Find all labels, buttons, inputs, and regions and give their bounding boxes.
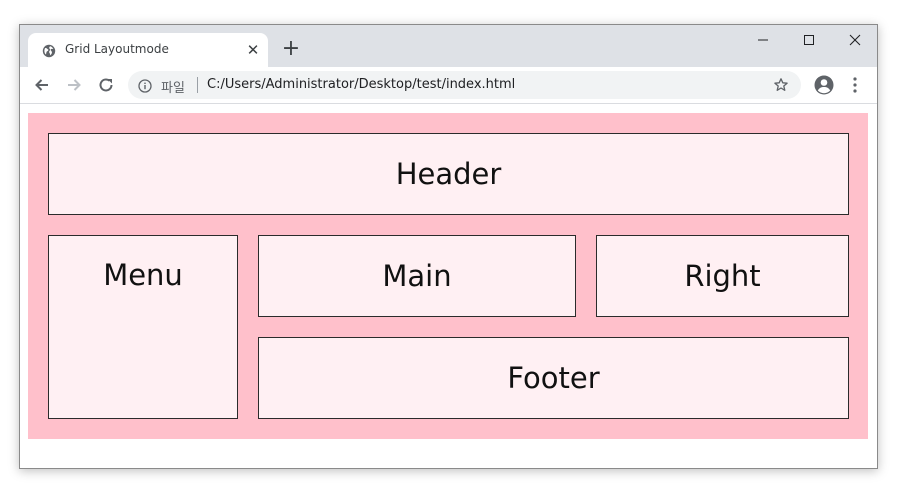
url-text[interactable]: C:/Users/Administrator/Desktop/test/inde… xyxy=(207,77,516,92)
tab-strip: Grid Layoutmode ✕ + xyxy=(20,25,877,67)
grid-footer: Footer xyxy=(258,337,849,419)
bookmark-star-icon[interactable] xyxy=(773,77,789,93)
navigation-toolbar: 파일 C:/Users/Administrator/Desktop/test/i… xyxy=(20,67,877,104)
grid-header: Header xyxy=(48,133,849,215)
grid-right: Right xyxy=(596,235,849,317)
reload-button[interactable] xyxy=(96,75,116,95)
new-tab-button[interactable]: + xyxy=(281,36,301,61)
more-options-icon[interactable] xyxy=(850,75,860,95)
active-tab[interactable]: Grid Layoutmode ✕ xyxy=(28,33,268,67)
minimize-button[interactable] xyxy=(740,29,786,51)
address-bar[interactable]: 파일 C:/Users/Administrator/Desktop/test/i… xyxy=(128,71,801,99)
back-button[interactable] xyxy=(32,75,52,95)
reload-icon xyxy=(99,78,113,92)
page-viewport: Header Menu Main Right Footer xyxy=(20,104,877,468)
tab-title: Grid Layoutmode xyxy=(65,42,169,56)
close-icon xyxy=(849,34,861,46)
browser-window: Grid Layoutmode ✕ + xyxy=(19,24,878,469)
profile-avatar-icon[interactable] xyxy=(813,74,835,96)
grid-container: Header Menu Main Right Footer xyxy=(28,113,868,439)
info-icon[interactable] xyxy=(138,78,152,93)
maximize-icon xyxy=(804,35,814,45)
globe-icon xyxy=(42,43,56,58)
grid-main: Main xyxy=(258,235,576,317)
arrow-right-icon xyxy=(68,79,81,91)
close-window-button[interactable] xyxy=(832,29,877,51)
address-separator xyxy=(197,77,198,93)
forward-button[interactable] xyxy=(64,75,84,95)
page-scheme-label: 파일 xyxy=(161,81,185,96)
minimize-icon xyxy=(758,39,768,41)
grid-menu: Menu xyxy=(48,235,238,419)
maximize-button[interactable] xyxy=(786,29,832,51)
arrow-left-icon xyxy=(35,79,48,91)
tab-close-button[interactable]: ✕ xyxy=(246,41,260,59)
